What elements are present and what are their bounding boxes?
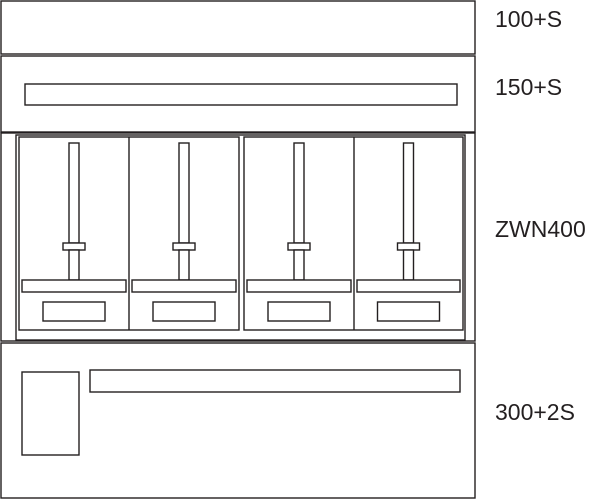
meter-bar-lower xyxy=(68,249,80,281)
meter-window xyxy=(42,301,106,322)
meter-bar-knob xyxy=(172,242,196,251)
section-label-100s: 100+S xyxy=(495,6,563,32)
meter-bar-knob xyxy=(62,242,86,251)
meter-rail xyxy=(131,279,237,293)
section-100s-panel xyxy=(0,0,476,55)
section-300-2s-block xyxy=(21,371,80,456)
meter-rail xyxy=(21,279,127,293)
meter-window xyxy=(152,301,216,322)
meter-bar-upper xyxy=(293,142,305,244)
section-150s-slot xyxy=(24,83,458,106)
meter-bar-knob xyxy=(287,242,311,251)
section-label-zwn400: ZWN400 xyxy=(495,216,586,242)
section-300-2s-slot xyxy=(89,369,461,393)
section-label-300-2s: 300+2S xyxy=(495,399,575,425)
meter-window xyxy=(376,301,441,322)
meter-bar-upper xyxy=(68,142,80,244)
meter-bar-lower xyxy=(402,249,415,281)
meter-bar-lower xyxy=(178,249,190,281)
meter-rail xyxy=(356,279,461,293)
meter-bar-lower xyxy=(293,249,305,281)
section-label-150s: 150+S xyxy=(495,74,563,100)
meter-bar-upper xyxy=(178,142,190,244)
meter-rail xyxy=(246,279,352,293)
meter-bar-upper xyxy=(402,142,415,244)
meter-bar-knob xyxy=(396,242,421,251)
meter-window xyxy=(267,301,331,322)
section-300-2s-panel xyxy=(0,342,476,499)
